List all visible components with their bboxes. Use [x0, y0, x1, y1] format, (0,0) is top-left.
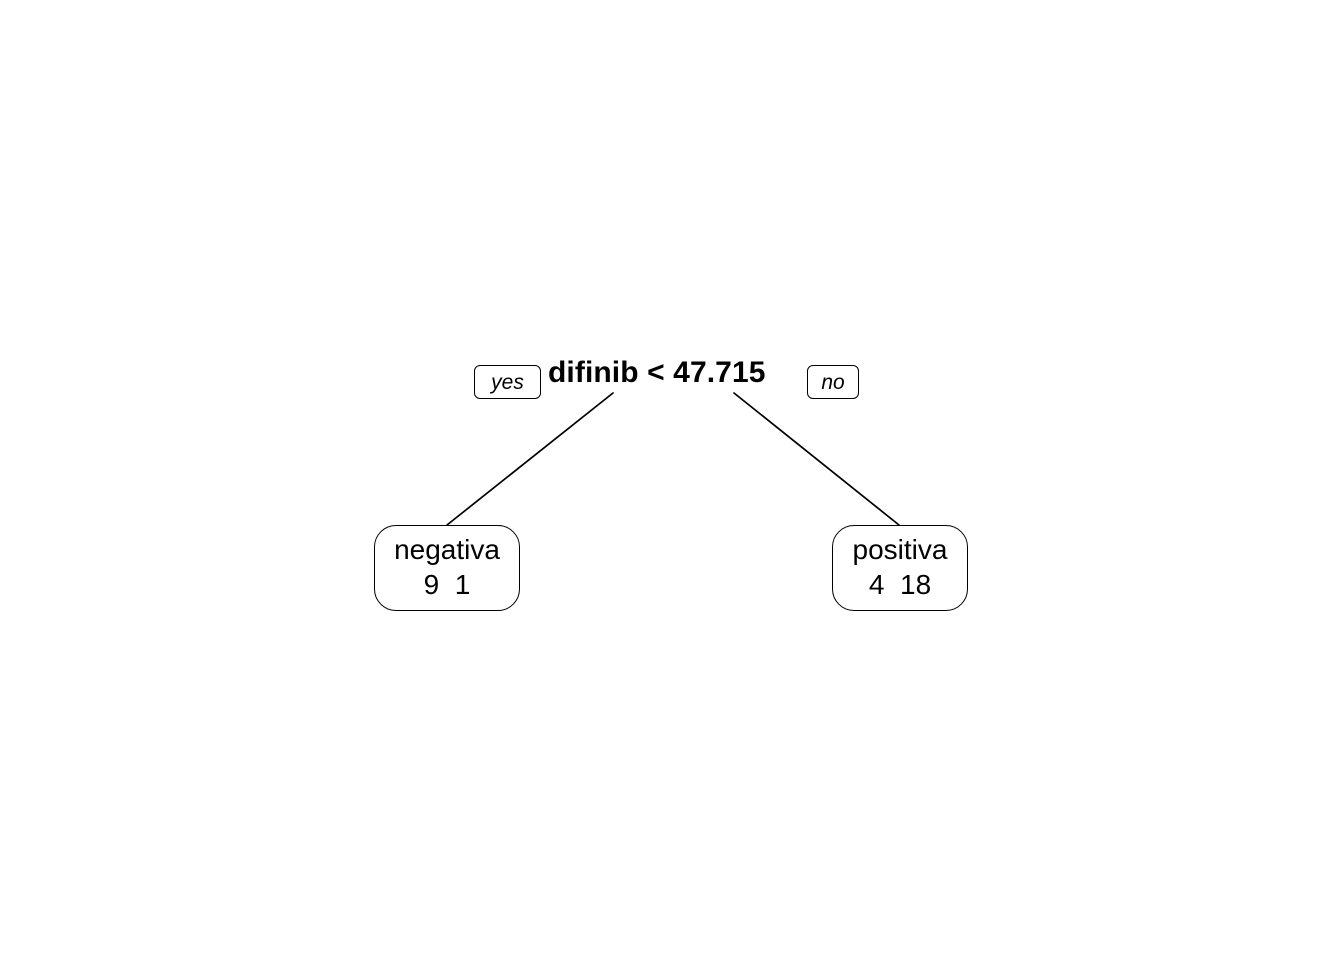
leaf-positiva-counts: 4 18: [868, 569, 932, 600]
leaf-node-positiva: positiva 4 18: [832, 525, 968, 611]
leaf-negativa-class-label: negativa: [394, 534, 500, 565]
edge-root-to-negativa: [446, 392, 614, 526]
edge-root-to-positiva: [733, 392, 900, 526]
branch-tag-yes-label: yes: [491, 370, 524, 394]
leaf-node-negativa: negativa 9 1: [374, 525, 520, 611]
branch-tag-yes: yes: [474, 365, 541, 399]
leaf-positiva-class-label: positiva: [852, 534, 948, 565]
branch-tag-no-label: no: [821, 370, 845, 394]
leaf-negativa-counts: 9 1: [423, 569, 471, 600]
branch-tag-no: no: [807, 365, 859, 399]
root-split-label: difinib < 47.715: [548, 356, 766, 389]
